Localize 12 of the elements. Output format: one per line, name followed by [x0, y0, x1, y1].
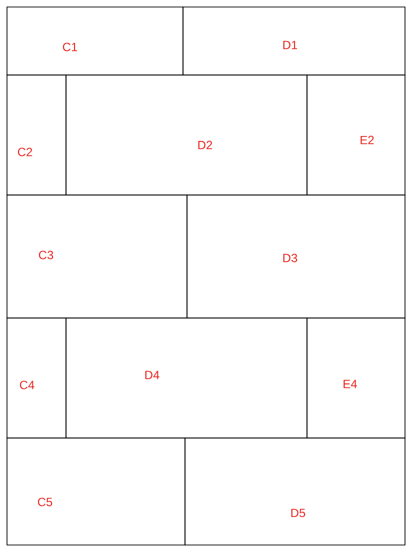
grid-cell: C4: [6, 318, 66, 438]
grid-cell: C2: [6, 74, 66, 196]
grid-cell: C3: [6, 194, 188, 318]
grid-cell: C1: [6, 6, 184, 76]
grid-cell: C5: [6, 438, 186, 546]
grid-cell: D1: [182, 6, 406, 76]
grid-cell: D5: [184, 438, 406, 546]
grid-cell: D4: [66, 318, 308, 438]
grid-cell: E2: [306, 74, 406, 196]
grid-cell: D2: [66, 74, 308, 196]
grid-cell: D3: [186, 194, 406, 318]
grid-cell: E4: [306, 318, 406, 438]
